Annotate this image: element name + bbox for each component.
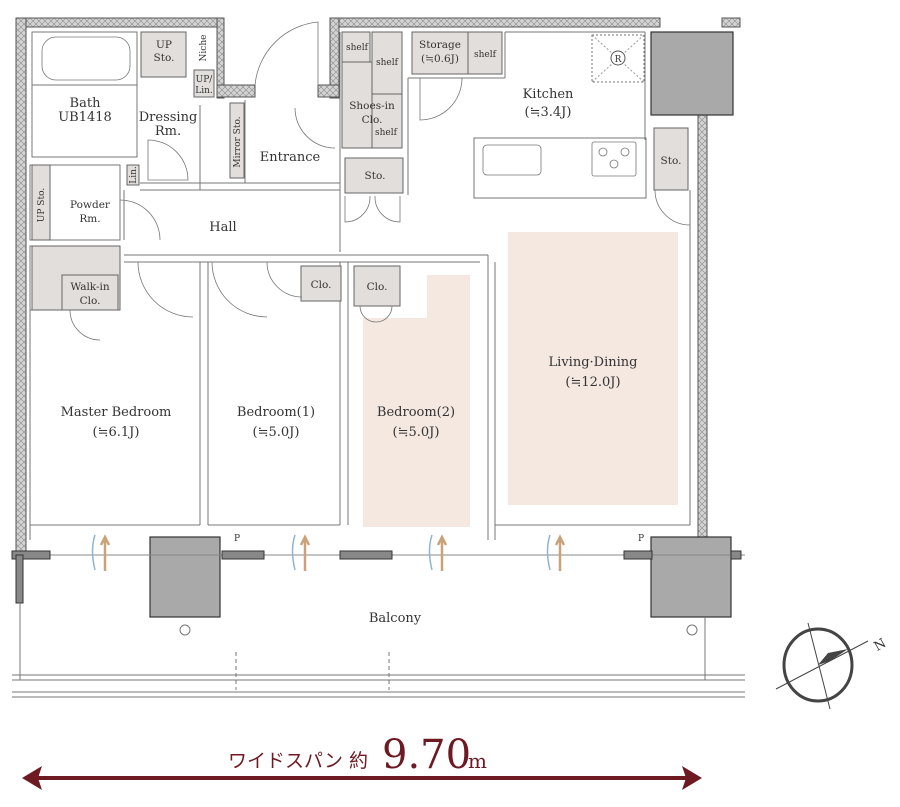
bedroom1-area: (≒5.0J): [253, 425, 300, 440]
kitchen-label-2: (≒3.4J): [525, 105, 572, 120]
powder-up-sto-label: UP Sto.: [37, 188, 47, 223]
ventilation-arrows: [91, 534, 566, 571]
pipe-label: P: [234, 534, 240, 544]
mirror-sto-label: Mirror Sto.: [233, 116, 243, 167]
living-dining-label: Living·Dining: [549, 355, 638, 370]
shelf-label: shelf: [375, 128, 398, 138]
bedroom1-label: Bedroom(1): [237, 405, 315, 420]
refrigerator-label: R: [615, 55, 622, 65]
bedroom2-highlight: [363, 275, 470, 527]
shelf-label: shelf: [346, 43, 369, 53]
master-bedroom-area: (≒6.1J): [93, 425, 140, 440]
door-swings: [69, 21, 691, 341]
storage-units: [31, 31, 689, 311]
exterior-walls: [15, 17, 741, 554]
clo-label: Clo.: [367, 281, 388, 293]
kitchen-label: Kitchen: [523, 87, 574, 102]
sto-label: Sto.: [365, 170, 386, 182]
bath-label: Bath: [70, 96, 102, 111]
shoes-in-label-2: Clo.: [362, 114, 383, 126]
compass-icon: N: [775, 622, 889, 710]
powder-label: Powder: [70, 199, 111, 211]
living-dining-area: (≒12.0J): [565, 375, 620, 390]
burner-icon: [609, 159, 619, 169]
up-sto-label-2: Sto.: [154, 52, 175, 64]
span-prefix: ワイドスパン 約: [228, 750, 368, 772]
bedroom2-area: (≒5.0J): [393, 425, 440, 440]
balcony-label: Balcony: [369, 611, 422, 626]
entrance-label: Entrance: [260, 150, 321, 165]
master-bedroom-label: Master Bedroom: [61, 405, 172, 420]
dressing-label: Dressing: [139, 110, 198, 125]
storage-label-2: (≒0.6J): [421, 53, 459, 65]
stove-icon: [591, 141, 637, 177]
up-lin-label: UP/: [196, 75, 214, 85]
compass-north-label: N: [872, 636, 889, 655]
walk-in-label-2: Clo.: [80, 295, 101, 307]
hall-label: Hall: [209, 220, 236, 235]
interior-walls: [29, 31, 691, 540]
bath-label-2: UB1418: [58, 110, 112, 125]
shelf-label: shelf: [474, 50, 497, 60]
dressing-label-2: Rm.: [155, 124, 181, 139]
width-span-dimension: ワイドスパン 約 9.70 m: [22, 732, 702, 790]
window-wall: [11, 550, 745, 604]
kitchen-sto-label: Sto.: [661, 155, 682, 167]
arrow-right-icon: [682, 766, 702, 790]
pillar: [149, 536, 221, 618]
up-sto-label: UP: [156, 39, 172, 51]
shelf-label: shelf: [376, 58, 399, 68]
bedroom2-label: Bedroom(2): [377, 405, 455, 420]
bathtub-icon: [41, 36, 131, 81]
span-value: 9.70: [382, 732, 471, 778]
storage-label: Storage: [419, 39, 461, 51]
lin-label: Lin.: [129, 166, 139, 184]
walk-in-label: Walk-in: [70, 281, 110, 293]
pillar: [650, 31, 734, 116]
shoes-in-label: Shoes-in: [349, 100, 395, 112]
up-lin-label-2: Lin.: [195, 86, 213, 96]
balcony-outline: [12, 603, 745, 698]
pipe-label: P: [638, 534, 644, 544]
burner-icon: [620, 147, 630, 157]
arrow-left-icon: [22, 766, 42, 790]
niche-label: Niche: [199, 35, 209, 62]
refrigerator-space: [591, 34, 645, 83]
living-dining-highlight: [508, 232, 678, 505]
span-unit: m: [468, 749, 487, 773]
pillar: [650, 536, 732, 618]
powder-label-2: Rm.: [79, 213, 100, 225]
refrigerator-icon: [610, 50, 626, 66]
burner-icon: [598, 147, 608, 157]
sink-icon: [482, 144, 542, 176]
clo-label: Clo.: [311, 279, 332, 291]
